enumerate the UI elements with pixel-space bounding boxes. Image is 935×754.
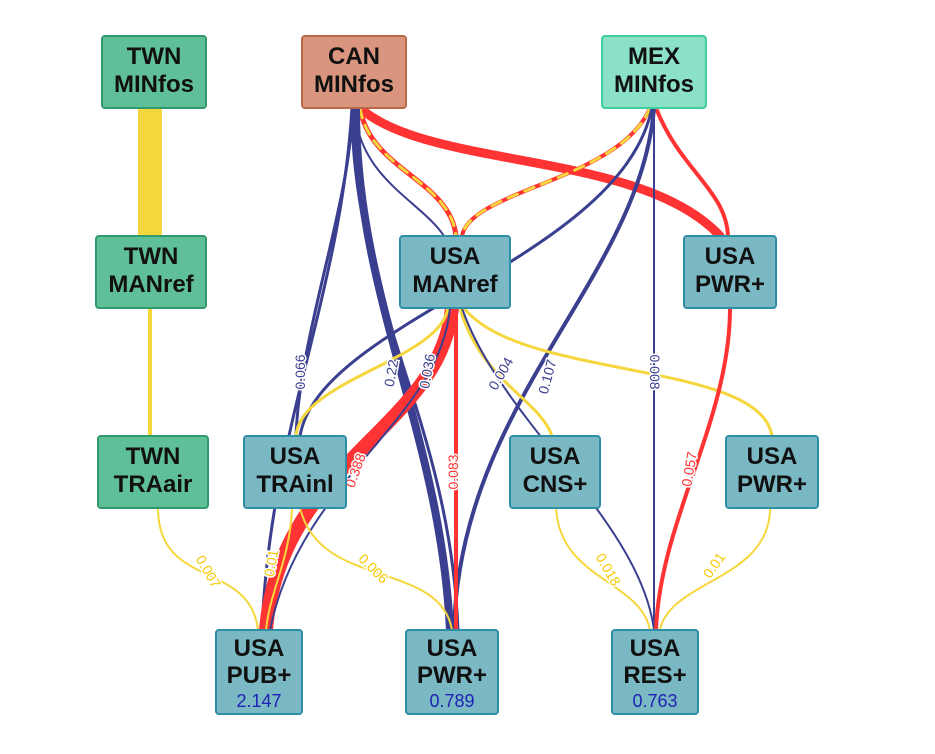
node-label-line2: MINfos bbox=[314, 71, 394, 98]
node-label-line1: TWN bbox=[127, 43, 182, 70]
edge-usa-manref-to-usa-pwr-right bbox=[462, 306, 774, 438]
node-label-line2: MINfos bbox=[614, 71, 694, 98]
edge-mex-to-usa-manref-gas bbox=[460, 106, 652, 238]
edge-can-to-usa-manref-gas bbox=[358, 106, 458, 238]
node-label-line2: TRAair bbox=[114, 471, 193, 498]
edge-can-to-usa-pub-coal-2 bbox=[260, 106, 354, 632]
node-label-line1: USA bbox=[427, 635, 478, 662]
edge-usa-pwr-mid-to-usa-res bbox=[654, 306, 732, 632]
node-label-line2: CNS+ bbox=[523, 471, 588, 498]
edge-label-manref-pub-coal: 0.036 bbox=[416, 352, 438, 389]
node-usa-pub[interactable]: USA PUB+ 2.147 bbox=[215, 629, 303, 715]
node-label-line2: MANref bbox=[412, 271, 498, 298]
edge-usa-manref-to-usa-pub-oil bbox=[259, 301, 459, 637]
node-twn-minfos[interactable]: TWN MINfos bbox=[101, 35, 207, 109]
node-label-line2: RES+ bbox=[623, 662, 686, 689]
edge-mex-to-usa-pwr-mid bbox=[654, 106, 730, 238]
node-label-line2: TRAinl bbox=[256, 471, 333, 498]
node-label-line1: USA bbox=[705, 243, 756, 270]
edge-label-twn-pub: 0.007 bbox=[193, 552, 224, 591]
node-label-line2: PUB+ bbox=[227, 662, 292, 689]
node-label-line2: PWR+ bbox=[695, 271, 765, 298]
edge-label-manref-pwr-red: 0.083 bbox=[445, 454, 461, 489]
node-label-line1: MEX bbox=[628, 43, 680, 70]
edge-twn-traair-to-usa-pub bbox=[157, 507, 259, 631]
edge-label-mex-res: 0.008 bbox=[647, 354, 663, 389]
edge-label-can-pwr: 0.22 bbox=[381, 358, 402, 388]
edge-can-to-usa-pub-coal bbox=[350, 106, 460, 632]
edge-usa-manref-to-usa-pub-coal bbox=[269, 307, 451, 631]
node-label-line1: USA bbox=[430, 243, 481, 270]
node-label-line2: MINfos bbox=[114, 71, 194, 98]
edge-label-trainl-pwr: 0.006 bbox=[355, 550, 391, 586]
edge-can-to-usa-pwr-bottom bbox=[352, 104, 454, 634]
node-label-line2: PWR+ bbox=[737, 471, 807, 498]
node-usa-pwr-mid[interactable]: USA PWR+ bbox=[683, 235, 777, 309]
node-label-line2: PWR+ bbox=[417, 662, 487, 689]
edge-label-can-trainl: 0.066 bbox=[292, 354, 308, 389]
node-label-line1: USA bbox=[630, 635, 681, 662]
node-mex-minfos[interactable]: MEX MINfos bbox=[601, 35, 707, 109]
node-label-line1: TWN bbox=[124, 243, 179, 270]
node-label-line1: USA bbox=[234, 635, 285, 662]
edge-usa-pwr-right-to-usa-res bbox=[659, 507, 771, 631]
edge-label-cns-res: 0.018 bbox=[593, 550, 624, 589]
edge-usa-manref-to-usa-trainl bbox=[294, 306, 450, 438]
node-usa-res[interactable]: USA RES+ 0.763 bbox=[611, 629, 699, 715]
node-label-line1: USA bbox=[270, 443, 321, 470]
node-can-minfos[interactable]: CAN MINfos bbox=[301, 35, 407, 109]
edges bbox=[138, 96, 774, 637]
edge-can-to-usa-pwr-mid bbox=[355, 103, 725, 241]
node-label-line1: CAN bbox=[328, 43, 380, 70]
edge-usa-manref-to-usa-cns bbox=[458, 306, 554, 438]
edge-label-trainl-pub: 0.01 bbox=[261, 548, 282, 578]
node-label-line1: USA bbox=[530, 443, 581, 470]
node-twn-manref[interactable]: TWN MANref bbox=[95, 235, 207, 309]
node-value: 2.147 bbox=[236, 691, 281, 711]
edge-label-mex-pwr: 0.107 bbox=[535, 358, 560, 396]
node-value: 0.763 bbox=[632, 691, 677, 711]
node-usa-pwr-right[interactable]: USA PWR+ bbox=[725, 435, 819, 509]
node-usa-pwr-bottom[interactable]: USA PWR+ 0.789 bbox=[405, 629, 499, 715]
node-value: 0.789 bbox=[429, 691, 474, 711]
node-label-line2: MANref bbox=[108, 271, 194, 298]
edge-usa-trainl-to-usa-pub bbox=[265, 507, 293, 631]
edge-usa-trainl-to-usa-pwr-bottom bbox=[299, 507, 453, 631]
edge-usa-cns-to-usa-res bbox=[555, 507, 651, 631]
node-usa-manref[interactable]: USA MANref bbox=[399, 235, 511, 309]
node-usa-trainl[interactable]: USA TRAinl bbox=[243, 435, 347, 509]
edge-label-mex-res-red: 0.057 bbox=[678, 450, 700, 487]
node-label-line1: TWN bbox=[126, 443, 181, 470]
node-twn-traair[interactable]: TWN TRAair bbox=[97, 435, 209, 509]
edge-mex-to-usa-pwr-bottom bbox=[452, 106, 656, 632]
nodes: TWN MINfos CAN MINfos MEX MINfos TWN MAN… bbox=[95, 35, 819, 715]
edge-label-pwr-res: 0.01 bbox=[700, 549, 729, 581]
node-usa-cns[interactable]: USA CNS+ bbox=[509, 435, 601, 509]
node-label-line1: USA bbox=[747, 443, 798, 470]
